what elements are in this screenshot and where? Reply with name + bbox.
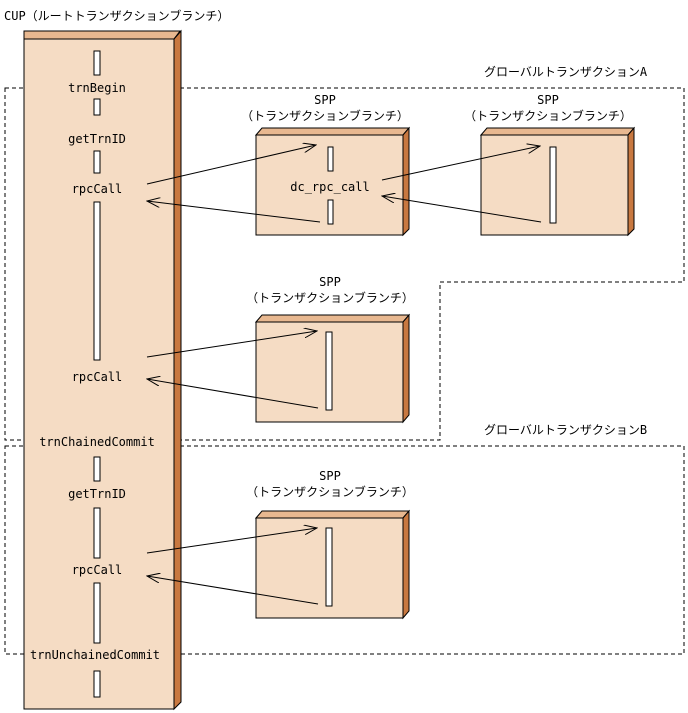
cup-activation-bar <box>93 98 101 116</box>
spp-role: （トランザクションブランチ） <box>241 108 409 123</box>
step-get-trn-id: getTrnID <box>68 487 126 501</box>
return-arrow <box>147 576 319 605</box>
step-trn-chained-commit: trnChainedCommit <box>39 435 155 449</box>
cup-activation-bar <box>93 50 101 76</box>
call-arrow <box>146 528 317 554</box>
spp-activation-bar <box>325 331 333 411</box>
global-transaction-a-boundary <box>4 87 685 441</box>
step-rpc-call: rpcCall <box>72 182 123 196</box>
cup-activation-bar <box>93 201 101 361</box>
step-get-trn-id: getTrnID <box>68 132 126 146</box>
spp-name: SPP <box>319 469 341 483</box>
call-arrow <box>146 145 316 185</box>
cup-activation-bar <box>93 507 101 559</box>
step-rpc-call: rpcCall <box>72 370 123 384</box>
step-rpc-call: rpcCall <box>72 563 123 577</box>
step-trn-begin: trnBegin <box>68 81 126 95</box>
spp-activation-bar <box>327 146 334 172</box>
spp-name: SPP <box>319 275 341 289</box>
spp-activation-bar <box>325 527 333 607</box>
spp-role: （トランザクションブランチ） <box>464 108 632 123</box>
call-arrow <box>381 146 540 181</box>
spp-activation-bar <box>327 199 334 225</box>
cup-activation-bar <box>93 670 101 698</box>
return-arrow <box>147 379 319 409</box>
cup-activation-bar <box>93 150 101 174</box>
spp-role: （トランザクションブランチ） <box>246 290 414 305</box>
spp-name: SPP <box>314 93 336 107</box>
spp-role: （トランザクションブランチ） <box>246 484 414 499</box>
cup-activation-bar <box>93 456 101 482</box>
cup-activation-bar <box>93 582 101 644</box>
global-transaction-b-label: グローバルトランザクションB <box>484 423 647 437</box>
return-arrow <box>147 201 321 223</box>
call-arrow <box>146 331 317 358</box>
step-trn-unchained-commit: trnUnchainedCommit <box>30 648 160 662</box>
return-arrow <box>382 196 542 223</box>
dc-rpc-call-label: dc_rpc_call <box>290 180 369 194</box>
global-transaction-a-label: グローバルトランザクションA <box>484 65 648 79</box>
cup-title: CUP（ルートトランザクションブランチ） <box>4 8 229 23</box>
spp-name: SPP <box>537 93 559 107</box>
spp-activation-bar <box>549 146 557 224</box>
spp-box <box>479 126 636 237</box>
